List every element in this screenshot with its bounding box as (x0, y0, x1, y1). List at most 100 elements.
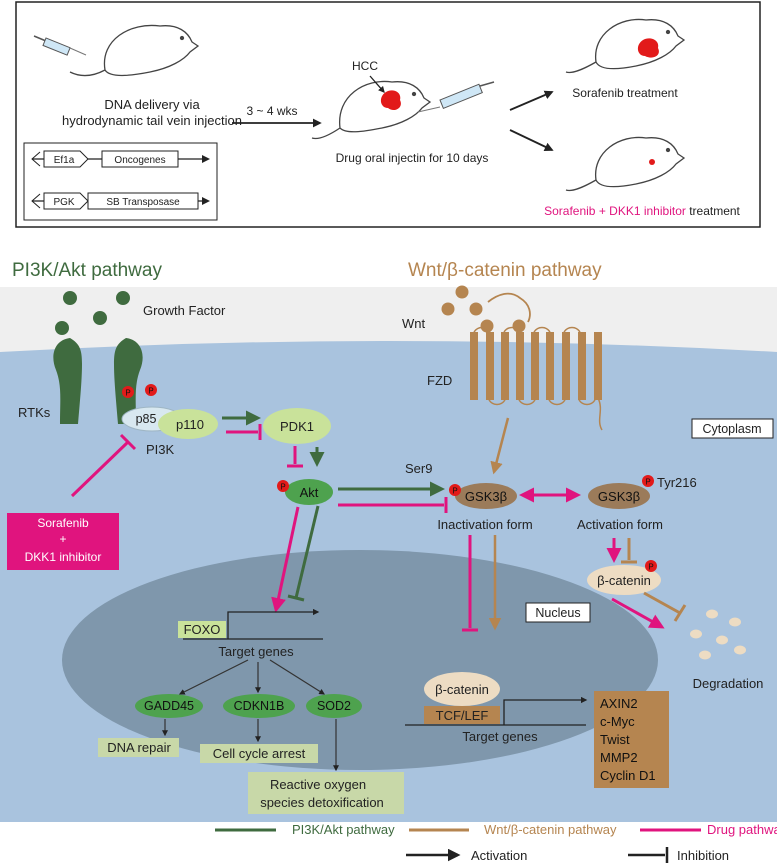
gsk3b-inactive-node (455, 483, 517, 509)
plasmid2-gene: SB Transposase (106, 197, 180, 208)
activation-form-label: Activation form (577, 517, 663, 532)
drug-box (7, 513, 119, 570)
wnt-promoter-arrow (503, 696, 588, 725)
beta-catenin-nuc-label: β-catenin (435, 682, 489, 697)
beta-catenin-nuc-node (424, 672, 500, 706)
dna-repair-label: DNA repair (107, 740, 171, 755)
cell-cycle-box (200, 744, 318, 763)
cdkn1b-label: CDKN1B (234, 699, 285, 713)
gsk3b-inhibits-catenin (621, 538, 637, 564)
legend-pi3k-label: PI3K/Akt pathway (292, 822, 395, 837)
ser9-label: Ser9 (405, 461, 432, 476)
cytoplasm-label-box (691, 418, 774, 439)
p110-node (158, 409, 218, 439)
drug-text-2: + (59, 532, 66, 546)
wnt-ligand-icon (441, 285, 531, 333)
wnt-target-gene: MMP2 (600, 750, 638, 765)
wnt-pathway-title: Wnt/β-catenin pathway (408, 260, 602, 281)
phospho-icon (122, 386, 134, 398)
phospho-label: P (148, 387, 153, 396)
hcc-pointer (369, 75, 385, 93)
phospho-label: P (648, 563, 653, 572)
drug-inhibits-pi3k (70, 433, 137, 498)
phospho-label: P (645, 478, 650, 487)
branch-arrow-down (509, 129, 554, 151)
wnt-target-genes: Target genes (462, 729, 538, 744)
p110-inhibits-pdk1 (226, 424, 262, 440)
catenin-degradation-inhibition (643, 591, 687, 622)
degradation-fragments (690, 609, 746, 660)
plasmid-1: Ef1a Oncogenes (31, 150, 210, 168)
plasmid2-promoter: PGK (53, 197, 74, 208)
foxo-label: FOXO (184, 622, 221, 637)
tumor-icon (380, 90, 401, 111)
nucleus-label: Nucleus (535, 606, 580, 620)
tumor-icon (637, 38, 659, 58)
foxo-promoter-arrow (227, 608, 320, 639)
wnt-target-gene: AXIN2 (600, 696, 638, 711)
p110-label: p110 (176, 417, 204, 432)
pi3k-pathway-title: PI3K/Akt pathway (12, 260, 162, 281)
foxo-box (178, 621, 226, 638)
wnt-targets-box (594, 691, 669, 788)
oral-text: Drug oral injectin for 10 days (336, 151, 489, 165)
tcf-lef-box (424, 706, 500, 724)
mouse-icon (565, 136, 686, 192)
phospho-label: P (125, 389, 130, 398)
wnt-target-gene: c-Myc (600, 714, 635, 729)
branch-arrow-up (509, 90, 554, 111)
syringe-icon (33, 35, 87, 56)
gsk3b-inactive-label: GSK3β (465, 489, 507, 504)
protocol-panel: DNA delivery via hydrodynamic tail vein … (15, 1, 761, 228)
gsk3b-active-label: GSK3β (598, 489, 640, 504)
tumor-icon (649, 159, 655, 165)
catenin-degradation-arrow (611, 597, 665, 629)
akt-inhibits-gsk3b (338, 497, 448, 513)
legend-drug-label: Drug pathway (707, 822, 777, 837)
nucleus-label-box (525, 602, 591, 623)
pdk1-node (263, 408, 331, 444)
ros-box (248, 772, 404, 814)
cell-cycle-label: Cell cycle arrest (213, 746, 306, 761)
drug-text-1: Sorafenib (37, 516, 89, 530)
wnt-target-gene: Twist (600, 732, 630, 747)
ros-label-1: Reactive oxygen (270, 777, 366, 792)
phospho-label: P (452, 487, 457, 496)
mouse-icon (69, 24, 200, 77)
phospho-icon (277, 480, 289, 492)
phospho-icon (145, 384, 157, 396)
phospho-icon (642, 475, 654, 487)
plasmid-2: PGK SB Transposase (31, 192, 210, 210)
phospho-label: P (280, 483, 285, 492)
akt-node (285, 479, 333, 505)
pdk1-label: PDK1 (280, 419, 314, 434)
gadd45-label: GADD45 (144, 699, 194, 713)
delivery-text-2: hydrodynamic tail vein injection (62, 113, 242, 128)
wnt-label: Wnt (402, 316, 426, 331)
growth-factor-dots (55, 291, 130, 335)
fzd-to-gsk3b-arrow (490, 417, 510, 475)
hcc-label: HCC (352, 59, 378, 73)
legend: PI3K/Akt pathway Wnt/β-catenin pathway D… (215, 822, 777, 863)
beta-catenin-cyto-node (587, 565, 661, 595)
ros-label-2: species detoxification (260, 795, 384, 810)
drug-text-3: DKK1 inhibitor (25, 550, 102, 564)
combo-colored-text: Sorafenib + DKK1 inhibitor (544, 204, 686, 218)
to-gadd45-arrow (178, 659, 249, 695)
phospho-icon (449, 484, 461, 496)
tyr216-label: Tyr216 (657, 475, 697, 490)
rtk-receptor-icon (53, 338, 143, 424)
pdk1-inhibits-akt (287, 446, 303, 468)
dna-repair-box (98, 738, 179, 757)
degradation-label: Degradation (693, 676, 764, 691)
legend-activation-label: Activation (471, 848, 527, 863)
sod2-node (306, 694, 362, 718)
gadd45-node (135, 694, 203, 718)
sorafenib-treatment-text: Sorafenib treatment (572, 86, 678, 100)
rtks-label: RTKs (18, 405, 51, 420)
phospho-icon (645, 560, 657, 572)
gsk3b-active-node (588, 483, 650, 509)
wnt-target-gene: Cyclin D1 (600, 768, 656, 783)
